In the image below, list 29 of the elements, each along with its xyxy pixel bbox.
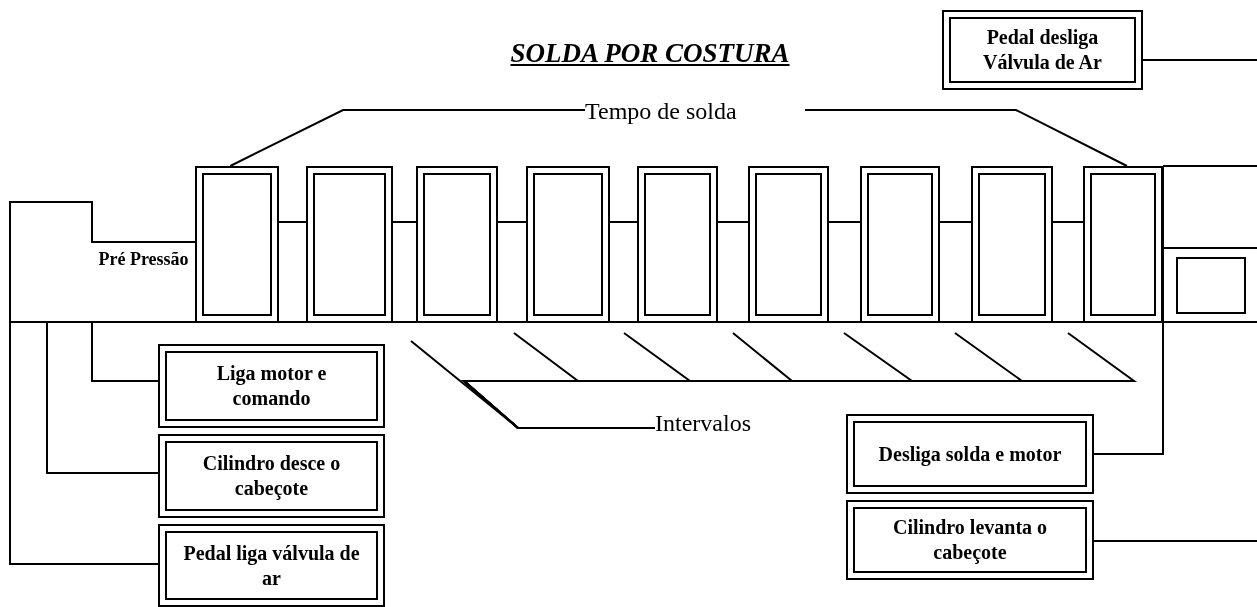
weld-pulse-box: [1083, 166, 1163, 323]
annotation-text: Tempo de solda: [585, 98, 805, 134]
diagram-title: SOLDA POR COSTURA: [509, 38, 791, 69]
leader-line: [91, 321, 159, 382]
weld-pulse-box: [971, 166, 1053, 323]
leader-line: [804, 109, 1128, 167]
leader-line: [1093, 540, 1257, 542]
event-box: Desliga solda e motor: [846, 414, 1094, 494]
weld-pulse-box: [860, 166, 940, 323]
event-box: Pedal liga válvula de ar: [158, 524, 385, 607]
weld-pulse-box: [306, 166, 393, 323]
leader-line: [46, 321, 159, 474]
weld-pulse-box: [748, 166, 829, 323]
weld-pulse-box: [195, 166, 279, 323]
empty-box: [1176, 257, 1246, 314]
weld-pulse-box: [526, 166, 610, 323]
weld-pulse-box: [637, 166, 718, 323]
event-box: Cilindro levanta o cabeçote: [846, 500, 1094, 580]
event-box: Liga motor e comando: [158, 344, 385, 428]
leader-line: [9, 321, 159, 565]
weld-pulse-box: [416, 166, 498, 323]
leader-line: [1093, 322, 1164, 455]
leader-line: [229, 109, 586, 167]
event-box: Pedal desliga Válvula de Ar: [942, 10, 1143, 90]
event-box: Cilindro desce o cabeçote: [158, 434, 385, 518]
phase-label: Pré Pressão: [97, 248, 190, 271]
annotation-text: Intervalos: [655, 410, 805, 446]
leader-line: [1142, 59, 1257, 61]
leader-line: [461, 332, 1138, 429]
